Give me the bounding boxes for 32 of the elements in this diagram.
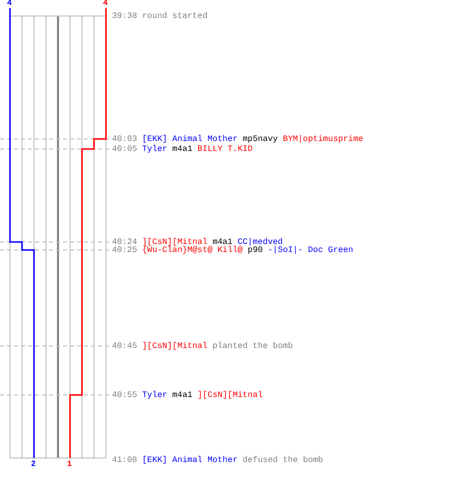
player-name: [EKK] Animal Mother (142, 135, 238, 143)
player-count: 4 (7, 0, 12, 8)
time-label: 40:55 (112, 391, 138, 399)
event-text: planted the bomb (212, 342, 293, 350)
player-name: [EKK] Animal Mother (142, 456, 238, 464)
player-name: BILLY T.KID (197, 145, 253, 153)
player-name: {Wu-Clan}M@st@ Kill@ (142, 246, 243, 254)
player-name: ][CsN][Mitnal (142, 342, 208, 350)
event-text: round started (142, 12, 208, 20)
time-label: 39:38 (112, 12, 138, 20)
time-label: 40:45 (112, 342, 138, 350)
weapon-name: m4a1 (172, 145, 192, 153)
time-label: 40:05 (112, 145, 138, 153)
weapon-name: m4a1 (172, 391, 192, 399)
player-name: -|SoI|- Doc Green (268, 246, 354, 254)
player-count: 4 (103, 0, 108, 8)
event-text: defused the bomb (242, 456, 324, 464)
time-label: 40:03 (112, 135, 138, 143)
player-name: ][CsN][Mitnal (197, 391, 263, 399)
weapon-name: p90 (248, 246, 263, 254)
time-label: 41:08 (112, 456, 138, 464)
time-label: 40:24 (112, 238, 138, 246)
player-count: 2 (31, 461, 36, 469)
player-name: CC|medved (238, 238, 283, 246)
weapon-name: m4a1 (212, 238, 233, 246)
player-name: Tyler (142, 391, 168, 399)
weapon-name: mp5navy (242, 135, 278, 143)
player-count: 1 (67, 461, 72, 469)
player-name: ][CsN][Mitnal (142, 238, 208, 246)
player-name: BYM|optimusprime (282, 135, 364, 143)
time-label: 40:25 (112, 246, 138, 254)
player-name: Tyler (142, 145, 168, 153)
